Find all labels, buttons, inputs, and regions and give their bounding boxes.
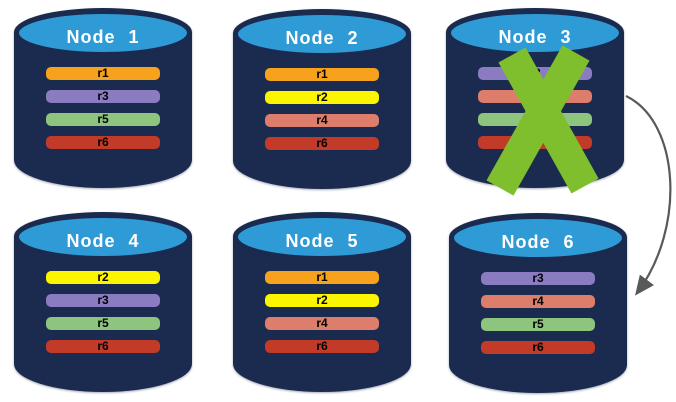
replica-bar: r2: [265, 91, 379, 104]
replica-bar: r4: [265, 317, 379, 330]
replica-bar: r3: [46, 90, 160, 103]
replica-bar: [478, 113, 592, 126]
replica-bar: r6: [46, 340, 160, 353]
replica-bar: r1: [265, 68, 379, 81]
replica-bar: r6: [481, 341, 595, 354]
replica-bar: r2: [46, 271, 160, 284]
failover-arrow-icon: [625, 95, 672, 296]
replica-bar: r6: [265, 340, 379, 353]
replica-bar: r4: [481, 295, 595, 308]
node-2: Node 2 r1 r2 r4 r6: [232, 9, 412, 191]
replica-bar: r5: [46, 317, 160, 330]
replica-bar: r3: [481, 272, 595, 285]
replica-bar: r4: [265, 114, 379, 127]
replica-bar: r6: [46, 136, 160, 149]
replica-bar: r5: [46, 113, 160, 126]
node-title: Node 3: [498, 27, 572, 47]
node-5: Node 5 r1 r2 r4 r6: [232, 212, 412, 394]
replica-bar: [478, 136, 592, 149]
replica-bar: r6: [265, 137, 379, 150]
node-title: Node 4: [66, 231, 140, 251]
replica-bar: r1: [265, 271, 379, 284]
replica-bar: r3: [478, 67, 592, 80]
replica-bar: r3: [46, 294, 160, 307]
node-title: Node 6: [501, 232, 575, 252]
node-title: Node 2: [285, 28, 359, 48]
node-3-failed: Node 3 r3: [445, 8, 625, 190]
replica-bar: r1: [46, 67, 160, 80]
node-title: Node 5: [285, 231, 359, 251]
replica-bar: r2: [265, 294, 379, 307]
node-title: Node 1: [66, 27, 140, 47]
node-4: Node 4 r2 r3 r5 r6: [13, 212, 193, 394]
node-6: Node 6 r3 r4 r5 r6: [448, 213, 628, 395]
node-1: Node 1 r1 r3 r5 r6: [13, 8, 193, 190]
replica-bar: r5: [481, 318, 595, 331]
replica-bar: [478, 90, 592, 103]
